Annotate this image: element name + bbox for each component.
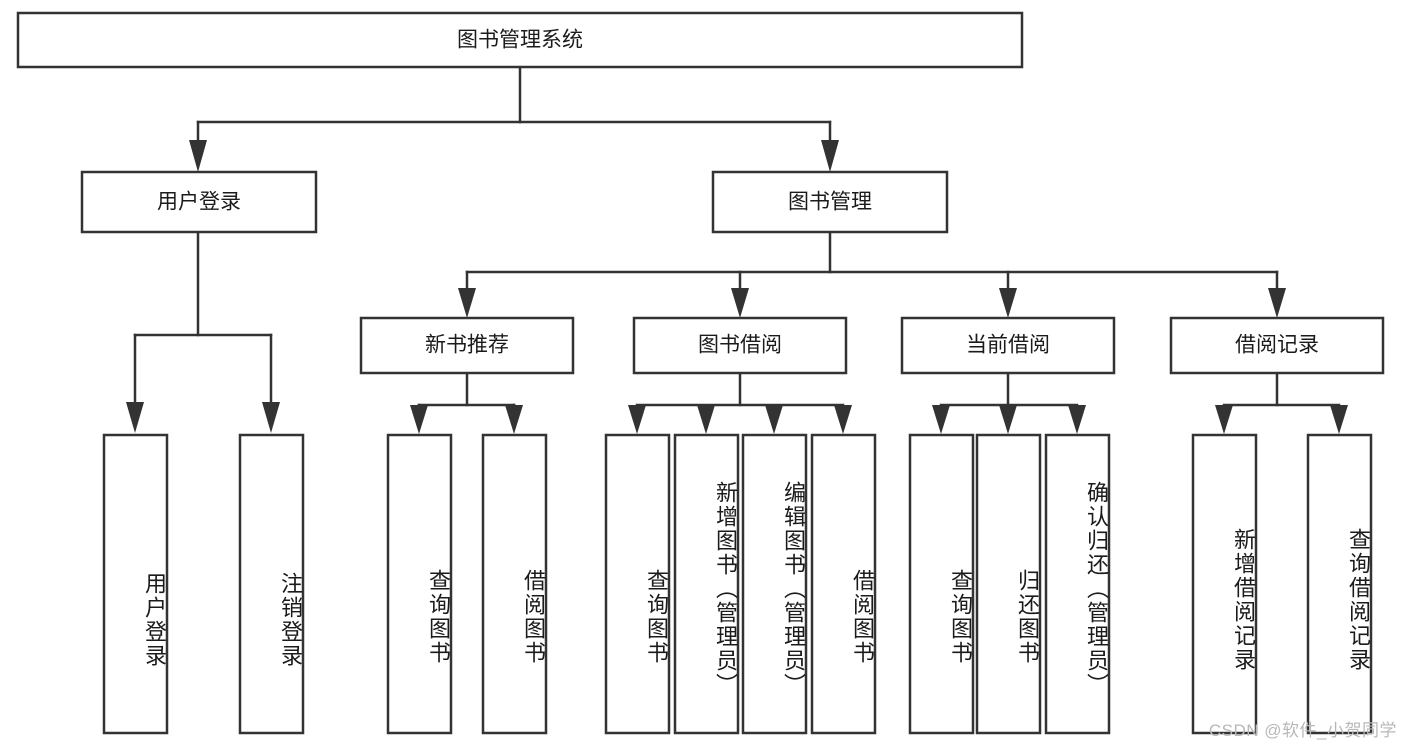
- arrowhead-leaf-borrow-book-1: [505, 405, 523, 434]
- arrowhead-user-login: [189, 140, 207, 172]
- label-new-book-recommend: 新书推荐: [425, 334, 509, 357]
- arrowhead-borrow-record: [1268, 288, 1286, 318]
- arrowhead-leaf-borrow-book-2: [834, 405, 852, 434]
- arrowhead-leaf-return-book: [999, 405, 1017, 434]
- arrowhead-book-borrow: [731, 288, 749, 318]
- node-root-book-management-system[interactable]: [16, 11, 1024, 69]
- arrowhead-leaf-query-book-3: [932, 405, 950, 434]
- arrowhead-leaf-add-record: [1215, 405, 1233, 434]
- arrowhead-leaf-edit-book: [765, 405, 783, 434]
- csdn-watermark: CSDN @软件_小贺同学: [1208, 721, 1397, 740]
- node-leaf-borrow-book-1[interactable]: [481, 433, 548, 735]
- node-user-login[interactable]: [80, 170, 318, 234]
- node-leaf-confirm-return-admin[interactable]: [1044, 433, 1111, 735]
- connector-layer: [126, 65, 1348, 434]
- horizontal-label-layer: 图书管理系统 用户登录 图书管理 新书推荐 图书借阅 当前借阅 借阅记录: [157, 29, 1319, 357]
- arrowhead-leaf-query-record: [1330, 405, 1348, 434]
- node-leaf-add-borrow-record[interactable]: [1191, 433, 1258, 735]
- node-leaf-edit-book-admin[interactable]: [741, 433, 808, 735]
- label-borrow-record: 借阅记录: [1235, 334, 1319, 357]
- arrowhead-book-mgmt: [821, 140, 839, 172]
- node-book-borrow[interactable]: [632, 316, 848, 375]
- label-root: 图书管理系统: [457, 29, 583, 52]
- node-leaf-query-borrow-record[interactable]: [1306, 433, 1373, 735]
- label-book-borrow: 图书借阅: [698, 334, 782, 357]
- node-borrow-record[interactable]: [1169, 316, 1385, 375]
- node-current-borrow[interactable]: [900, 316, 1116, 375]
- node-leaf-query-book-3[interactable]: [908, 433, 975, 735]
- node-leaf-query-book-2[interactable]: [604, 433, 671, 735]
- node-box-layer: [16, 11, 1385, 735]
- arrowhead-leaf-user-login: [126, 402, 144, 433]
- node-leaf-borrow-book-2[interactable]: [810, 433, 877, 735]
- arrowhead-leaf-query-book-1: [410, 405, 428, 434]
- arrowhead-newbook-rec: [458, 288, 476, 318]
- label-book-management: 图书管理: [788, 191, 872, 214]
- label-current-borrow: 当前借阅: [966, 334, 1050, 357]
- arrowhead-leaf-logout: [262, 402, 280, 433]
- node-leaf-query-book-1[interactable]: [386, 433, 453, 735]
- node-book-management[interactable]: [711, 170, 949, 234]
- arrowhead-current-borrow: [999, 288, 1017, 318]
- node-leaf-add-book-admin[interactable]: [673, 433, 740, 735]
- arrowhead-leaf-confirm-return: [1068, 405, 1086, 434]
- arrowhead-leaf-add-book: [697, 405, 715, 434]
- node-leaf-return-book[interactable]: [975, 433, 1042, 735]
- arrowhead-leaf-query-book-2: [628, 405, 646, 434]
- node-new-book-recommend[interactable]: [359, 316, 575, 375]
- node-leaf-logout-login[interactable]: [238, 433, 305, 735]
- node-leaf-user-login[interactable]: [102, 433, 169, 735]
- label-user-login: 用户登录: [157, 191, 241, 214]
